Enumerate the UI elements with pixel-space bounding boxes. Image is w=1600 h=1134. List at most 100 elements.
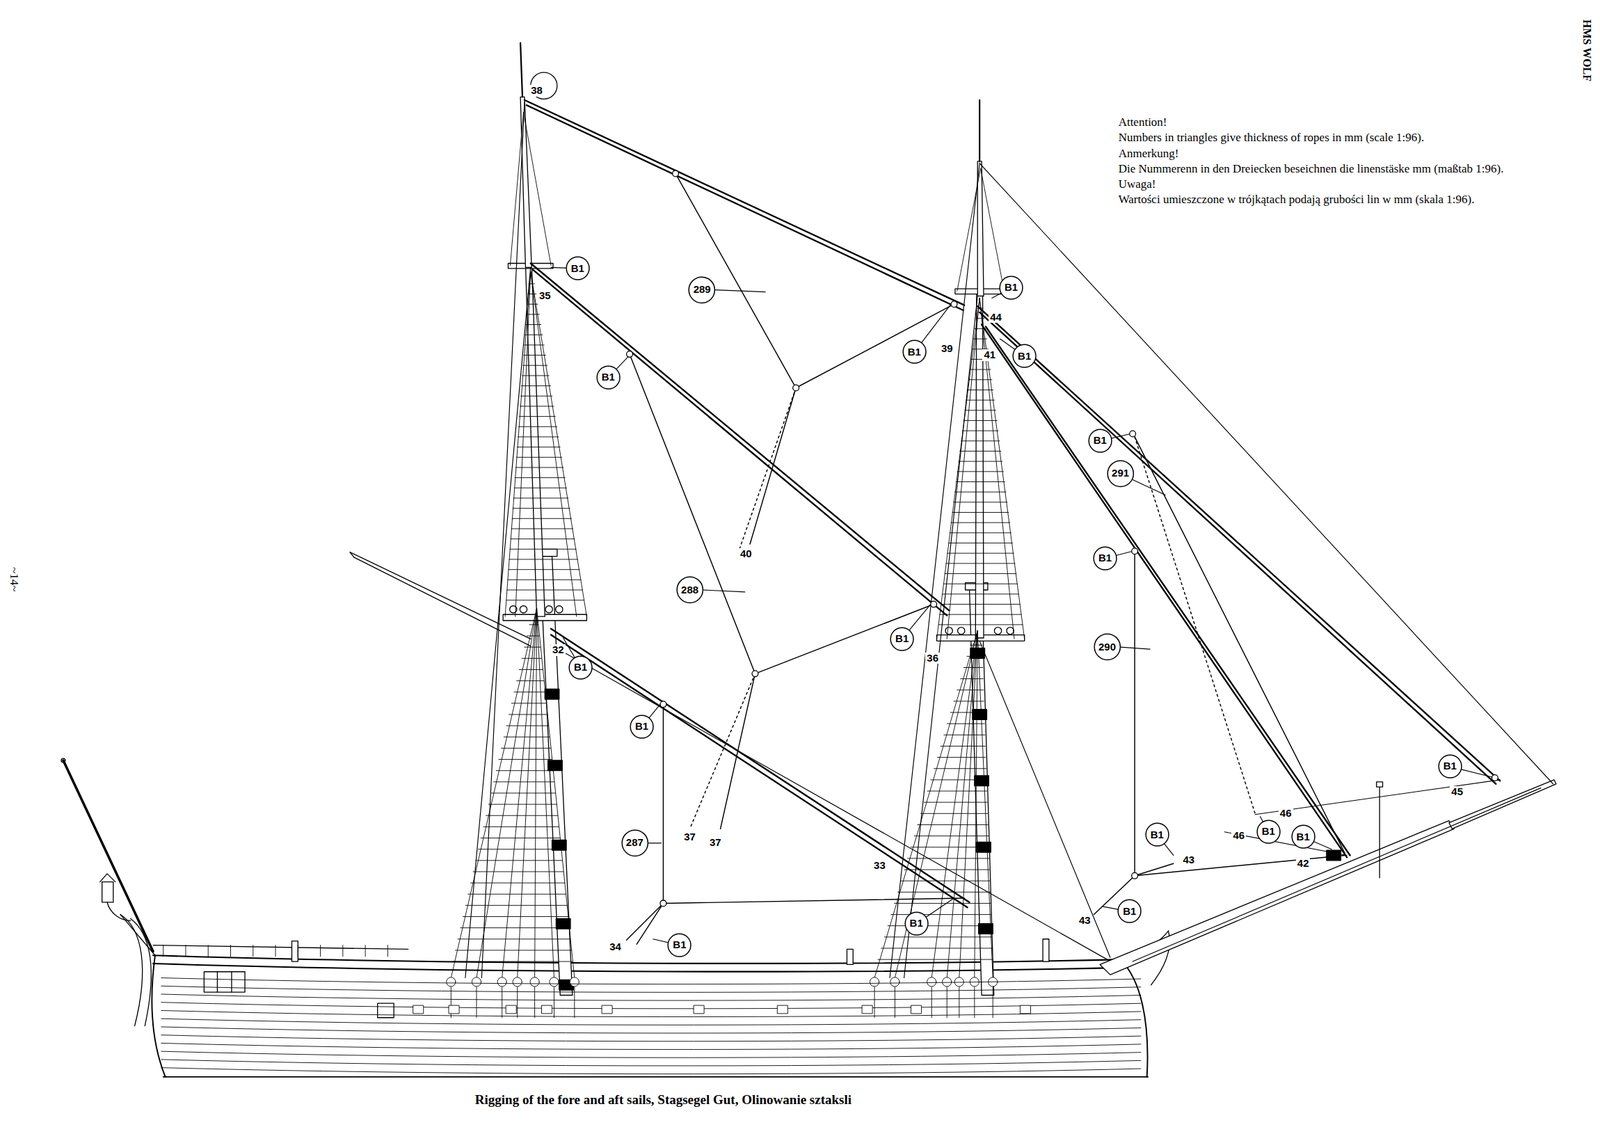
node-text: B1 <box>1296 831 1310 844</box>
ratlines <box>930 779 987 780</box>
hull <box>102 882 114 903</box>
node-text: B1 <box>895 633 909 645</box>
block <box>930 601 938 608</box>
node-text: 289 <box>693 283 711 296</box>
ratlines <box>516 446 560 448</box>
railing <box>297 945 299 957</box>
rope <box>550 644 1107 960</box>
mast <box>520 96 532 268</box>
ratlines <box>941 593 1019 595</box>
ratlines <box>475 859 563 861</box>
planking <box>161 1018 1141 1025</box>
ratlines <box>516 680 544 682</box>
callout-number: 43 <box>1077 914 1093 927</box>
ratlines <box>520 405 555 407</box>
ratlines <box>950 712 985 714</box>
block <box>1131 872 1139 879</box>
sail-rope <box>636 902 663 944</box>
ratlines <box>526 635 540 637</box>
ratlines <box>940 745 986 747</box>
sail-rope <box>739 388 796 549</box>
hull <box>100 873 116 883</box>
ratlines <box>507 589 583 591</box>
ratlines <box>877 959 992 960</box>
ratlines <box>923 802 988 803</box>
sail-rope <box>1134 863 1174 876</box>
block <box>626 351 634 358</box>
note-text: Wartości umieszczone w trójkątach podają… <box>1118 192 1475 207</box>
stay <box>550 635 967 908</box>
ratlines <box>944 734 986 736</box>
node-text: B1 <box>1004 281 1018 294</box>
planking <box>161 1059 1141 1066</box>
ratlines <box>511 528 574 529</box>
note-text: Anmerkung! <box>1118 146 1180 161</box>
bowsprit <box>1099 779 1557 975</box>
sail-rope <box>662 704 965 903</box>
ratlines <box>518 669 543 670</box>
ratlines <box>974 328 986 330</box>
ratlines <box>970 644 983 646</box>
sail-rope <box>626 173 1346 944</box>
deadeye <box>927 977 937 987</box>
ratlines <box>976 317 985 319</box>
block-circle: B1 <box>596 365 621 390</box>
node-text: B1 <box>601 371 615 384</box>
hull <box>1120 959 1148 1077</box>
circle-outline <box>1088 429 1112 453</box>
hull <box>377 1003 394 1018</box>
ratlines <box>516 457 562 458</box>
stay <box>985 326 1351 855</box>
ratlines <box>877 644 992 960</box>
sail-number-circle: 287 <box>621 829 650 858</box>
ratlines <box>917 824 988 826</box>
circle-outline <box>902 340 926 364</box>
deadeye <box>992 987 994 1018</box>
ratlines <box>452 961 574 963</box>
ratlines <box>525 334 543 336</box>
block-circle: B1 <box>998 275 1024 300</box>
stay <box>524 100 1500 908</box>
block-circle: B1 <box>1145 822 1170 847</box>
node-text: B1 <box>571 262 585 275</box>
callout-number: 37 <box>682 831 698 844</box>
railing <box>275 945 277 957</box>
ratlines <box>465 905 567 906</box>
planking <box>161 1042 1141 1050</box>
port <box>413 1005 1031 1014</box>
shroud <box>530 271 588 617</box>
port <box>693 1005 704 1014</box>
shroud <box>515 271 531 617</box>
circle-outline <box>569 656 592 679</box>
ratlines <box>963 667 983 668</box>
ratlines <box>904 869 990 871</box>
deadeye <box>471 977 481 987</box>
shroud <box>530 271 577 617</box>
callout-number: 35 <box>537 290 553 302</box>
block-circle: B1 <box>1291 824 1316 849</box>
page-number: ~14~ <box>6 566 21 592</box>
sail-rope <box>675 173 954 388</box>
ratlines <box>483 826 560 828</box>
hull <box>61 758 66 763</box>
note-text: Uwaga! <box>1118 177 1157 192</box>
node-text: B1 <box>1017 350 1031 363</box>
planking <box>161 1051 1141 1058</box>
railing <box>208 945 209 957</box>
ratlines <box>954 491 1006 493</box>
mast <box>1006 627 1014 635</box>
stay <box>526 105 964 311</box>
rope <box>465 102 1554 979</box>
block <box>1129 430 1136 437</box>
ratlines <box>973 338 987 340</box>
port <box>413 1005 424 1014</box>
ratlines <box>968 379 992 380</box>
ratlines <box>509 558 579 560</box>
ratlines <box>960 440 999 442</box>
ratlines <box>521 658 542 659</box>
leader-line <box>703 589 746 592</box>
mast <box>945 627 953 635</box>
railing <box>365 945 366 957</box>
bowsprit <box>1376 781 1383 787</box>
